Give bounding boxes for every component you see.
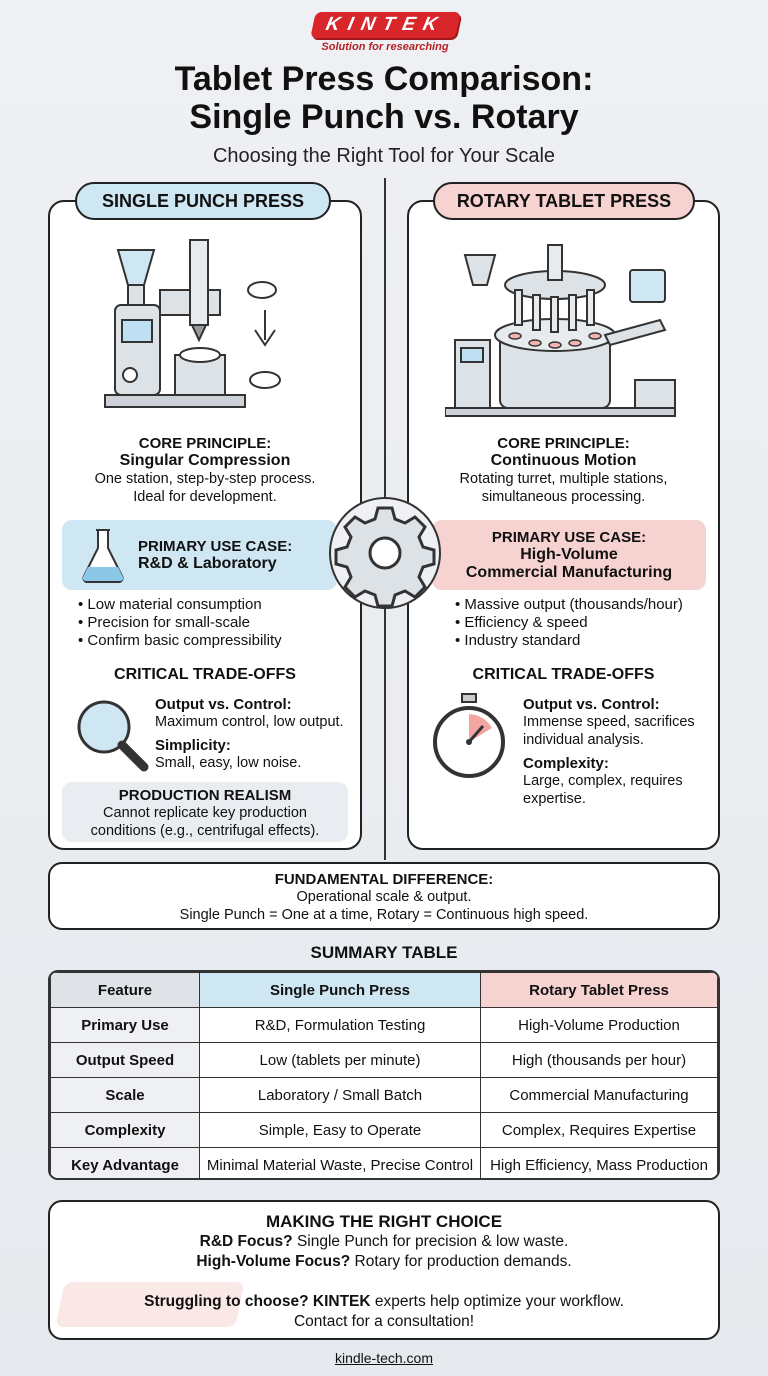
rotary-press-illustration xyxy=(445,244,676,417)
core-heading: CORE PRINCIPLE: xyxy=(497,435,630,452)
fundamental-text: Operational scale & output. xyxy=(296,889,472,905)
use-heading: PRIMARY USE CASE: xyxy=(491,529,647,546)
bullet: Low material consumption xyxy=(78,596,282,614)
rotary-use-case-band: PRIMARY USE CASE: High-Volume Commercial… xyxy=(432,520,706,590)
tagline: Solution for researching xyxy=(321,41,449,53)
realism-title: PRODUCTION REALISM xyxy=(118,787,292,804)
website-link[interactable]: kindle-tech.com xyxy=(334,1350,434,1366)
core-title: Singular Compression xyxy=(119,452,291,469)
table-cell: Output Speed xyxy=(50,1042,200,1078)
summary-heading: SUMMARY TABLE xyxy=(310,943,458,962)
making-right-choice-box: MAKING THE RIGHT CHOICE R&D Focus? Singl… xyxy=(48,1200,720,1340)
tradeoff-title: Simplicity: xyxy=(155,737,231,754)
use-title: High-Volume xyxy=(520,546,618,563)
core-text: Rotating turret, multiple stations, xyxy=(459,471,668,487)
fundamental-heading: FUNDAMENTAL DIFFERENCE: xyxy=(274,871,494,888)
core-title: Continuous Motion xyxy=(490,452,637,469)
table-cell: High (thousands per hour) xyxy=(480,1042,718,1078)
tradeoff-text: Small, easy, low noise. xyxy=(155,755,302,771)
table-cell: Complexity xyxy=(50,1112,200,1148)
rotary-core-principle: CORE PRINCIPLE: Continuous Motion Rotati… xyxy=(407,435,720,506)
stopwatch-icon xyxy=(433,693,505,778)
rotary-tradeoffs-heading: CRITICAL TRADE-OFFS xyxy=(472,666,655,683)
table-cell: Simple, Easy to Operate xyxy=(199,1112,481,1148)
single-tradeoffs-heading: CRITICAL TRADE-OFFS xyxy=(114,666,296,683)
use-title: R&D & Laboratory xyxy=(138,555,277,572)
single-punch-header: SINGLE PUNCH PRESS xyxy=(75,182,331,220)
realism-text: Cannot replicate key production xyxy=(103,805,307,821)
tradeoff-text: Immense speed, sacrifices xyxy=(523,714,695,730)
single-tradeoffs: Output vs. Control: Maximum control, low… xyxy=(155,696,344,772)
rotary-bullets: Massive output (thousands/hour) Efficien… xyxy=(455,596,683,650)
bullet: Massive output (thousands/hour) xyxy=(455,596,682,614)
table-cell: R&D, Formulation Testing xyxy=(199,1007,481,1043)
core-text: One station, step-by-step process. xyxy=(94,471,316,487)
rotary-tradeoffs: Output vs. Control: Immense speed, sacri… xyxy=(523,696,695,808)
fundamental-difference-box: FUNDAMENTAL DIFFERENCE: Operational scal… xyxy=(48,862,720,930)
tradeoff-text: individual analysis. xyxy=(523,732,644,748)
tradeoff-text: Maximum control, low output. xyxy=(155,714,344,730)
use-heading: PRIMARY USE CASE: xyxy=(138,538,293,555)
bullet: Efficiency & speed xyxy=(455,614,683,632)
single-core-principle: CORE PRINCIPLE: Singular Compression One… xyxy=(48,435,362,506)
choice-bold: High-Volume Focus? xyxy=(196,1253,351,1270)
production-realism-box: PRODUCTION REALISM Cannot replicate key … xyxy=(62,782,348,842)
page-title: Tablet Press Comparison:Single Punch vs.… xyxy=(0,60,768,136)
bullet: Confirm basic compressibility xyxy=(78,632,281,650)
table-cell: Commercial Manufacturing xyxy=(480,1077,718,1113)
single-punch-press-illustration xyxy=(104,239,281,408)
table-cell: Scale xyxy=(50,1077,200,1113)
core-text: simultaneous processing. xyxy=(481,489,646,505)
single-bullets: Low material consumption Precision for s… xyxy=(78,596,282,650)
fundamental-text: Single Punch = One at a time, Rotary = C… xyxy=(179,907,589,923)
use-title: Commercial Manufacturing xyxy=(465,564,673,581)
core-heading: CORE PRINCIPLE: xyxy=(138,435,272,452)
choice-cta: Contact for a consultation! xyxy=(293,1313,475,1330)
title-line-2: Single Punch vs. Rotary xyxy=(189,98,579,136)
bullet: Precision for small-scale xyxy=(78,614,282,632)
choice-bold: Struggling to choose? KINTEK xyxy=(144,1293,371,1310)
table-cell: Key Advantage xyxy=(50,1147,200,1178)
choice-bold: R&D Focus? xyxy=(199,1233,293,1250)
tradeoff-text: expertise. xyxy=(523,791,586,807)
tradeoff-title: Output vs. Control: xyxy=(155,696,292,713)
bullet: Industry standard xyxy=(455,632,683,650)
magnifying-glass-icon xyxy=(77,700,149,772)
rotary-header: ROTARY TABLET PRESS xyxy=(433,182,695,220)
realism-text: conditions (e.g., centrifugal effects). xyxy=(90,823,320,839)
table-cell: Minimal Material Waste, Precise Control xyxy=(199,1147,481,1178)
tradeoff-text: Large, complex, requires xyxy=(523,773,683,789)
core-text: Ideal for development. xyxy=(133,489,277,505)
table-cell: Primary Use xyxy=(50,1007,200,1043)
choice-text: Single Punch for precision & low waste. xyxy=(292,1233,569,1250)
choice-heading: MAKING THE RIGHT CHOICE xyxy=(265,1212,503,1231)
column-header: Rotary Tablet Press xyxy=(480,972,718,1008)
title-line-1: Tablet Press Comparison: xyxy=(174,60,594,98)
choice-text: Rotary for production demands. xyxy=(350,1253,572,1270)
table-cell: High-Volume Production xyxy=(480,1007,718,1043)
table-cell: Low (tablets per minute) xyxy=(199,1042,481,1078)
column-header: Single Punch Press xyxy=(199,972,481,1008)
column-header: Feature xyxy=(50,972,200,1008)
table-cell: Laboratory / Small Batch xyxy=(199,1077,481,1113)
tradeoff-title: Complexity: xyxy=(523,755,609,772)
subtitle: Choosing the Right Tool for Your Scale xyxy=(212,145,556,167)
gear-icon xyxy=(329,497,441,609)
table-cell: Complex, Requires Expertise xyxy=(480,1112,718,1148)
flask-icon xyxy=(82,529,124,584)
choice-text: experts help optimize your workflow. xyxy=(370,1293,624,1310)
kintek-logo: KINTEK xyxy=(310,12,461,38)
tradeoff-title: Output vs. Control: xyxy=(523,696,660,713)
single-use-case: PRIMARY USE CASE: R&D & Laboratory xyxy=(138,538,292,573)
table-cell: High Efficiency, Mass Production xyxy=(480,1147,718,1178)
